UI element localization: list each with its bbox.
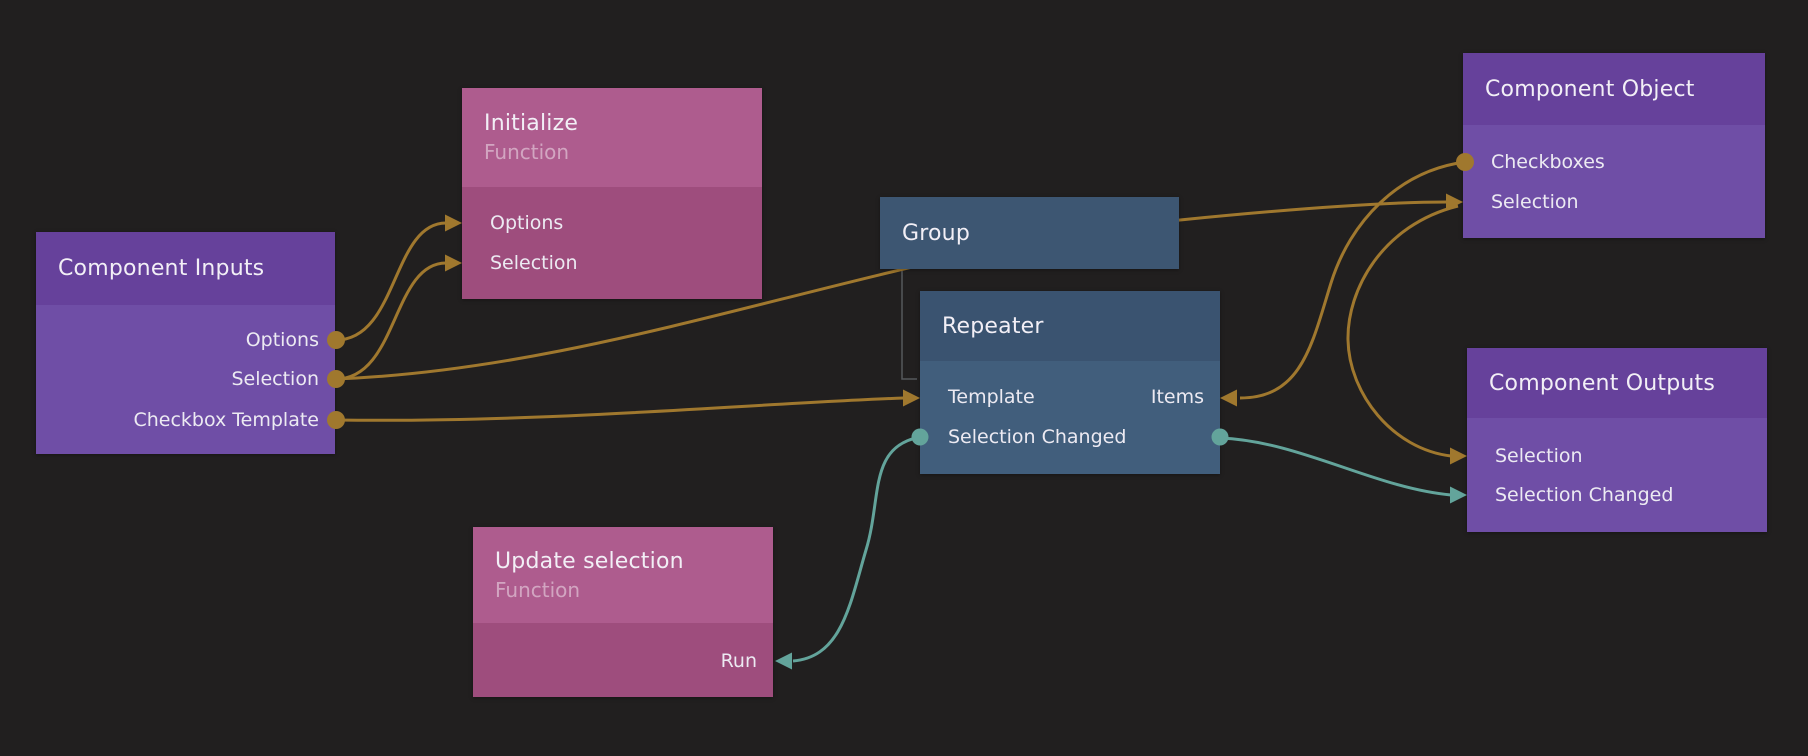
connection-selection-changed-to-outputs[interactable]	[1219, 436, 1452, 497]
node-title: Group	[902, 220, 970, 246]
node-header[interactable]: Component Outputs	[1467, 348, 1767, 418]
node-component-inputs[interactable]: Component Inputs Options Selection Check…	[36, 232, 335, 454]
port-selection[interactable]: Selection	[1491, 188, 1579, 216]
node-body: Selection Selection Changed	[1467, 418, 1767, 532]
port-label: Template	[948, 386, 1035, 408]
port-arrow-update-selection-run[interactable]	[775, 652, 792, 670]
port-label: Selection Changed	[948, 426, 1127, 448]
node-header[interactable]: Component Object	[1463, 53, 1765, 125]
connection-checkbox-template-to-repeater[interactable]	[335, 396, 905, 422]
port-label: Selection	[1491, 191, 1579, 213]
node-body: Run	[473, 623, 773, 697]
node-body: Options Selection	[462, 187, 762, 299]
node-header[interactable]: Repeater	[920, 291, 1220, 361]
port-run[interactable]: Run	[721, 647, 757, 675]
connection-checkboxes-to-items[interactable]	[1239, 160, 1466, 400]
node-body: Checkboxes Selection	[1463, 125, 1765, 238]
node-title: Update selection	[495, 548, 684, 574]
port-arrow-object-selection[interactable]	[1446, 193, 1463, 211]
port-label: Options	[245, 329, 319, 351]
port-arrow-repeater-items[interactable]	[1220, 389, 1237, 407]
port-options[interactable]: Options	[490, 209, 563, 237]
port-label: Checkbox Template	[133, 409, 319, 431]
port-selection-changed[interactable]: Selection Changed	[1495, 481, 1673, 509]
node-repeater[interactable]: Repeater Template Items Selection Change…	[920, 291, 1220, 474]
node-component-object[interactable]: Component Object Checkboxes Selection	[1463, 53, 1765, 238]
port-template[interactable]: Template	[948, 383, 1035, 411]
port-arrow-repeater-template[interactable]	[903, 389, 920, 407]
node-title: Repeater	[942, 313, 1044, 339]
port-label: Items	[1150, 386, 1204, 408]
port-label: Checkboxes	[1491, 151, 1605, 173]
port-selection[interactable]: Selection	[1495, 442, 1583, 470]
port-label: Selection	[231, 368, 319, 390]
port-label: Selection	[490, 252, 578, 274]
connection-selection-changed-to-run[interactable]	[792, 435, 921, 663]
port-options[interactable]: Options	[246, 326, 319, 354]
node-subtitle: Function	[484, 140, 570, 164]
port-arrow-outputs-selection-changed[interactable]	[1450, 486, 1467, 504]
node-update-selection[interactable]: Update selection Function Run	[473, 527, 773, 697]
port-selection[interactable]: Selection	[490, 249, 578, 277]
connection-options-to-initialize[interactable]	[335, 221, 447, 342]
port-label: Options	[490, 212, 564, 234]
port-checkboxes[interactable]: Checkboxes	[1491, 148, 1605, 176]
port-selection[interactable]: Selection	[231, 365, 319, 393]
port-items[interactable]: Items	[1151, 383, 1204, 411]
port-checkbox-template[interactable]: Checkbox Template	[133, 406, 319, 434]
node-body: Template Items Selection Changed	[920, 361, 1220, 474]
node-group[interactable]: Group	[880, 197, 1179, 269]
node-initialize[interactable]: Initialize Function Options Selection	[462, 88, 762, 299]
connection-selection-to-initialize[interactable]	[335, 261, 447, 381]
node-title: Initialize	[484, 111, 579, 136]
port-arrow-initialize-options[interactable]	[445, 214, 462, 232]
port-label: Selection Changed	[1495, 484, 1674, 506]
node-title: Component Object	[1485, 76, 1695, 102]
node-header[interactable]: Update selection Function	[473, 527, 773, 623]
node-subtitle: Function	[495, 577, 581, 602]
port-arrow-initialize-selection[interactable]	[445, 254, 462, 272]
port-label: Selection	[1495, 445, 1583, 467]
node-header[interactable]: Component Inputs	[36, 232, 335, 305]
port-selection-changed[interactable]: Selection Changed	[948, 423, 1126, 451]
port-arrow-outputs-selection[interactable]	[1450, 447, 1467, 465]
node-body: Options Selection Checkbox Template	[36, 305, 335, 454]
port-label: Run	[720, 650, 757, 672]
node-header[interactable]: Initialize Function	[462, 88, 762, 187]
node-component-outputs[interactable]: Component Outputs Selection Selection Ch…	[1467, 348, 1767, 532]
node-title: Component Inputs	[58, 256, 265, 281]
node-title: Component Outputs	[1489, 370, 1715, 396]
hierarchy-connection-group-repeater[interactable]	[901, 271, 917, 380]
connection-object-selection-to-outputs-selection[interactable]	[1346, 204, 1459, 458]
